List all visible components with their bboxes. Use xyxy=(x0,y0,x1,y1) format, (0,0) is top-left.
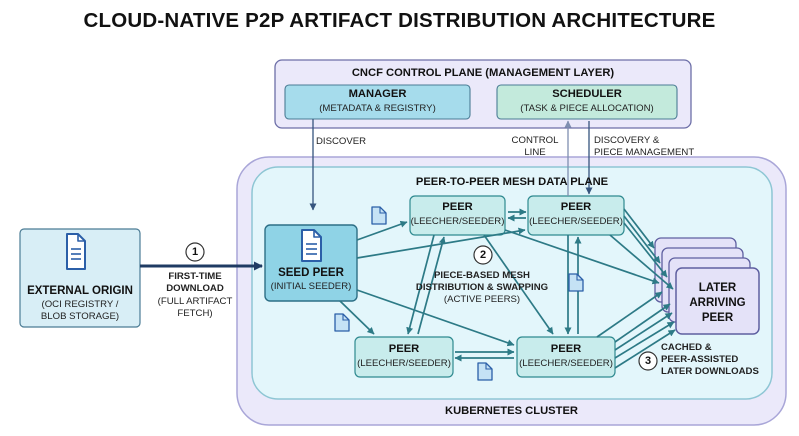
seed-peer-name: SEED PEER xyxy=(278,267,344,279)
external-origin-name: EXTERNAL ORIGIN xyxy=(27,285,133,297)
scheduler-box[interactable] xyxy=(496,84,678,120)
manager-box[interactable] xyxy=(284,84,471,120)
step-1-line-4: FETCH) xyxy=(177,308,213,319)
seed-peer-box[interactable] xyxy=(264,224,358,302)
piece-document-icon xyxy=(477,362,493,381)
piece-document-icon xyxy=(568,273,584,292)
step-2-number: 2 xyxy=(479,249,487,261)
document-icon xyxy=(66,233,86,270)
step-3-line-3: LATER DOWNLOADS xyxy=(661,366,759,377)
external-origin-desc-1: (OCI REGISTRY / xyxy=(41,299,119,310)
later-peer-line-1: LATER xyxy=(698,282,737,294)
peer-box-top-left[interactable] xyxy=(409,195,506,236)
later-peer-line-3: PEER xyxy=(701,312,734,324)
peer-name: PEER xyxy=(560,201,592,213)
control-plane-title: CNCF CONTROL PLANE (MANAGEMENT LAYER) xyxy=(351,67,615,79)
manager-desc: (METADATA & REGISTRY) xyxy=(319,103,436,114)
mesh-title: PEER-TO-PEER MESH DATA PLANE xyxy=(415,176,609,188)
peer-box-top-right[interactable] xyxy=(527,195,625,236)
step-3-number: 3 xyxy=(644,355,652,367)
external-origin-desc-2: BLOB STORAGE) xyxy=(40,311,120,322)
mesh-arrows xyxy=(339,208,676,369)
peer-desc: (LEECHER/SEEDER) xyxy=(357,358,451,369)
scheduler-name: SCHEDULER xyxy=(552,88,622,100)
step-3-line-1: CACHED & xyxy=(661,342,712,353)
step-3-circle xyxy=(638,351,658,371)
peer-name: PEER xyxy=(388,343,420,355)
step-1-line-2: DOWNLOAD xyxy=(166,283,224,294)
document-icon xyxy=(301,229,322,262)
step-2-line-3: (ACTIVE PEERS) xyxy=(443,294,521,305)
scheduler-desc: (TASK & PIECE ALLOCATION) xyxy=(520,103,654,114)
later-peer-line-2: ARRIVING xyxy=(689,297,746,309)
peer-name: PEER xyxy=(442,201,473,213)
external-origin-box[interactable] xyxy=(19,228,141,328)
peer-desc: (LEECHER/SEEDER) xyxy=(519,358,613,369)
step-1-number: 1 xyxy=(191,246,199,258)
peer-desc: (LEECHER/SEEDER) xyxy=(410,216,505,227)
discovery-label-1: DISCOVERY & xyxy=(594,135,660,146)
step-2-line-2: DISTRIBUTION & SWAPPING xyxy=(415,282,549,293)
discover-label: DISCOVER xyxy=(316,136,367,147)
peer-box-bottom-left[interactable] xyxy=(354,336,454,378)
manager-name: MANAGER xyxy=(348,88,407,100)
discovery-label-2: PIECE MANAGEMENT xyxy=(594,147,695,158)
peer-desc: (LEECHER/SEEDER) xyxy=(529,216,623,227)
step-1-circle xyxy=(185,242,205,262)
peer-box-bottom-right[interactable] xyxy=(516,336,616,378)
diagram-title: CLOUD-NATIVE P2P ARTIFACT DISTRIBUTION A… xyxy=(83,9,716,32)
piece-document-icon xyxy=(334,313,350,332)
step-1-line-3: (FULL ARTIFACT xyxy=(157,296,233,307)
piece-document-icon xyxy=(371,206,387,225)
kubernetes-cluster-label: KUBERNETES CLUSTER xyxy=(444,405,578,417)
step-2-circle xyxy=(473,245,493,265)
seed-peer-desc: (INITIAL SEEDER) xyxy=(270,281,352,292)
control-line-label-2: LINE xyxy=(524,147,546,158)
step-2-line-1: PIECE-BASED MESH xyxy=(434,270,530,281)
step-1-line-1: FIRST-TIME xyxy=(168,271,222,282)
step-3-line-2: PEER-ASSISTED xyxy=(661,354,739,365)
peer-name: PEER xyxy=(550,343,582,355)
control-line-label-1: CONTROL xyxy=(511,135,559,146)
